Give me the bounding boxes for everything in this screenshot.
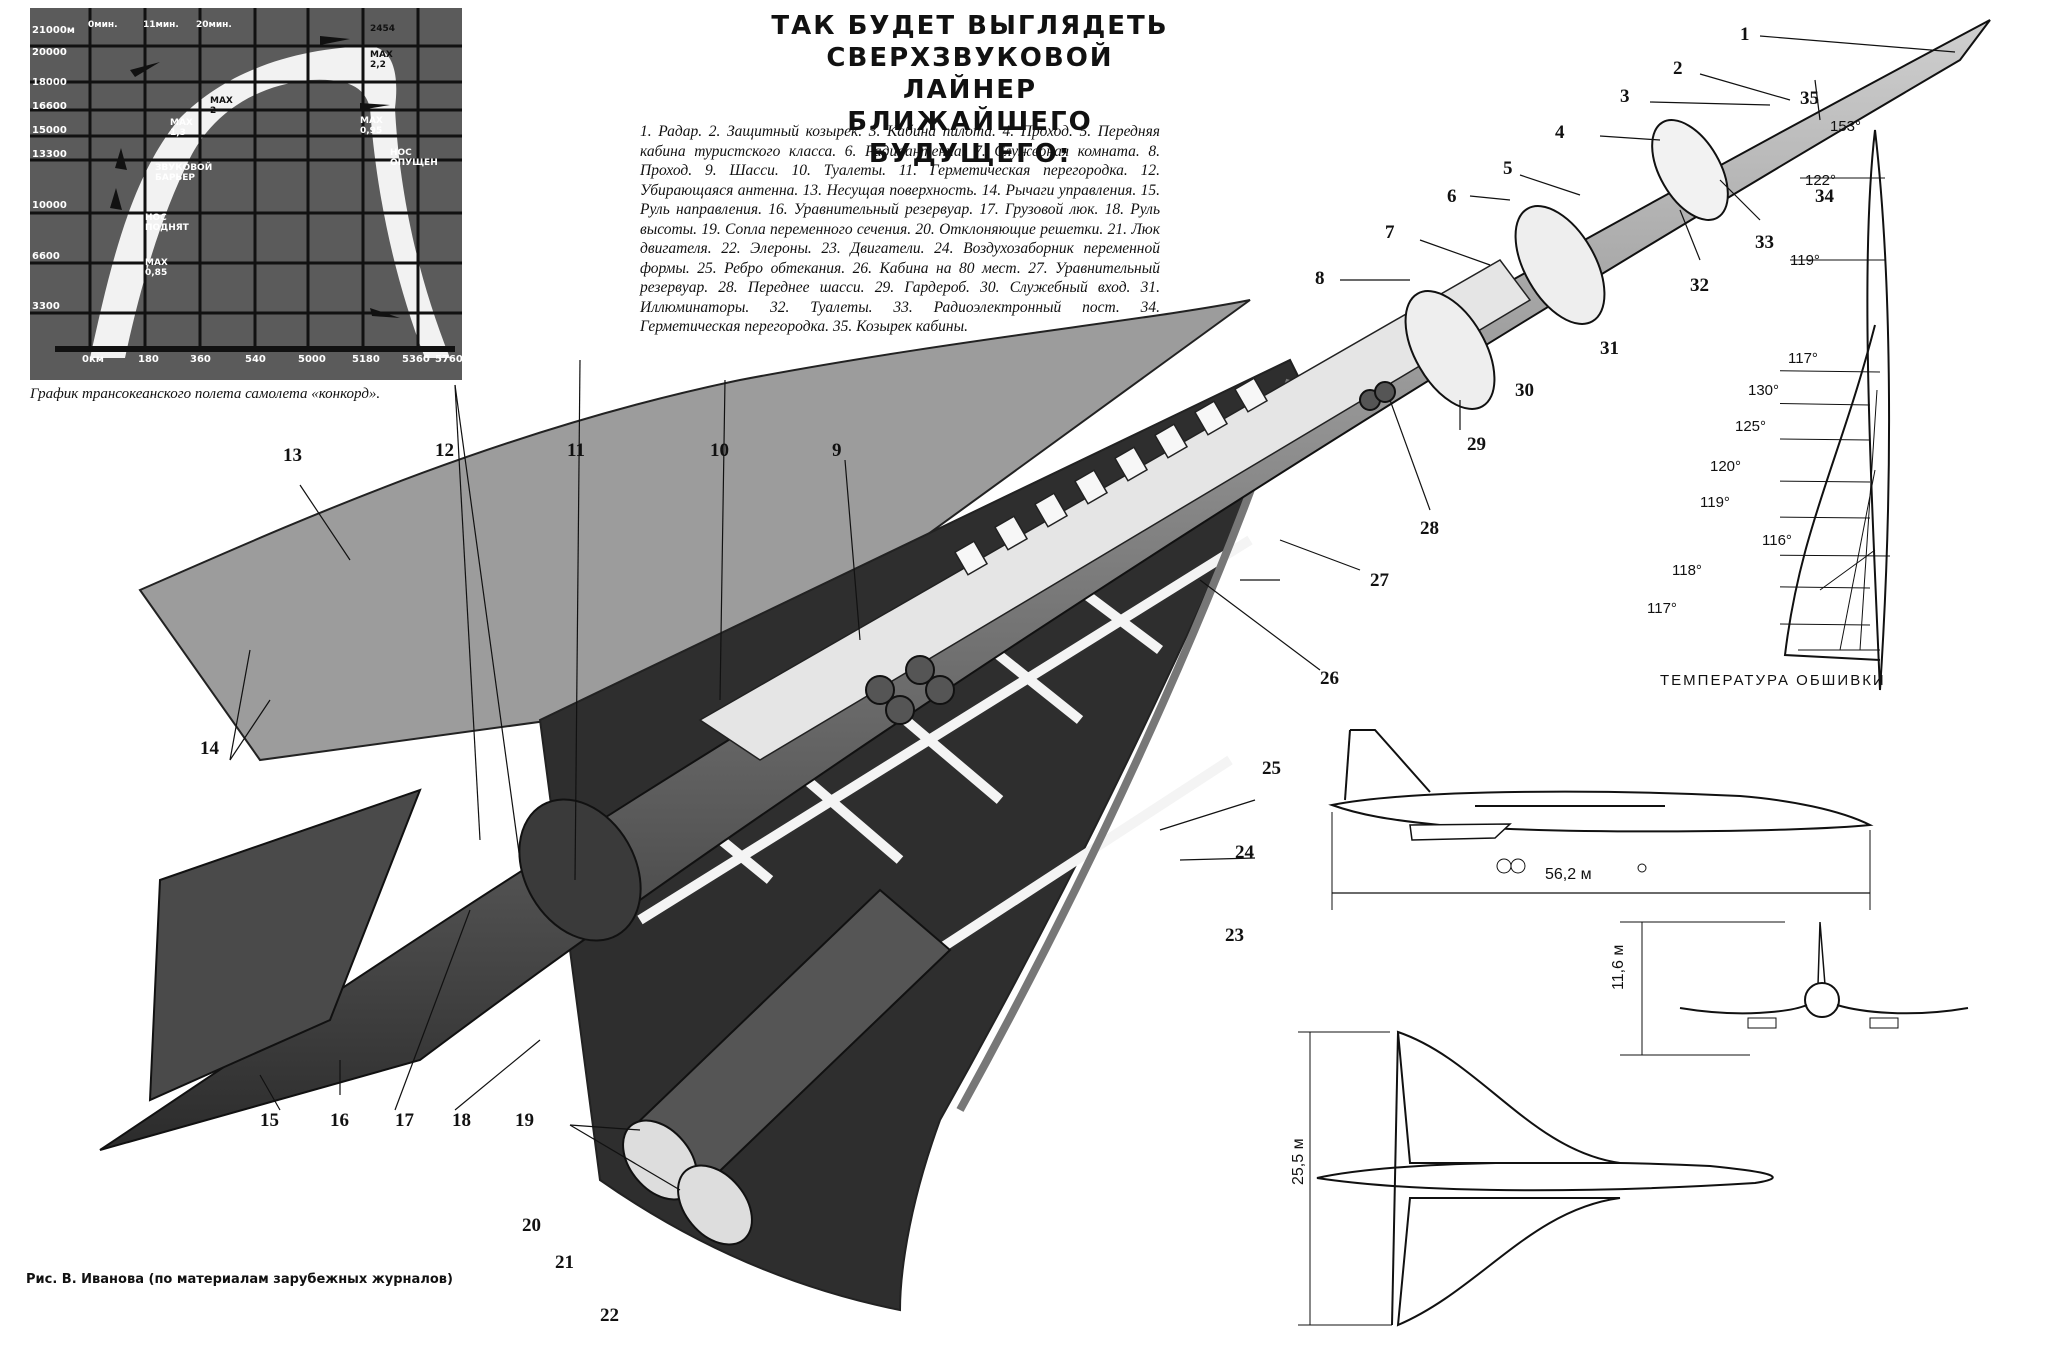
temperature-diagram	[1780, 129, 1891, 691]
chart-annotation: НОС ОПУЩЕН	[390, 148, 438, 168]
time-label: 0мин.	[88, 20, 118, 30]
altitude-label: 20000	[32, 47, 67, 58]
callout-12: 12	[435, 440, 454, 461]
chart-annotation: НОС ПОДНЯТ	[145, 213, 189, 233]
callout-17: 17	[395, 1110, 414, 1131]
temperature-label: 118°	[1672, 562, 1702, 579]
altitude-label: 16600	[32, 101, 67, 112]
altitude-label: 3300	[32, 301, 60, 312]
upper-wing	[138, 299, 1251, 762]
callout-15: 15	[260, 1110, 279, 1131]
front-view-drawing	[1620, 921, 1969, 1056]
callout-11: 11	[567, 440, 585, 461]
callout-3: 3	[1620, 86, 1630, 107]
page-title: ТАК БУДЕТ ВЫГЛЯДЕТЬ СВЕРХЗВУКОВОЙ ЛАЙНЕР…	[760, 10, 1180, 170]
flight-chart-caption: График трансокеанского полета самолета «…	[30, 386, 381, 402]
parts-legend: 1. Радар. 2. Защитный козырек. 3. Кабина…	[640, 123, 1160, 335]
altitude-label: 15000	[32, 125, 67, 136]
distance-label: 5000	[298, 354, 326, 365]
temperature-label: 130°	[1748, 382, 1780, 399]
temperature-label: 116°	[1762, 532, 1792, 549]
callout-26: 26	[1320, 668, 1339, 689]
flight-chart: 21000м 20000 18000 16600 15000 13300 100…	[30, 8, 478, 380]
top-view-drawing	[1298, 1030, 1774, 1327]
callout-31: 31	[1600, 338, 1619, 359]
altitude-label: 10000	[32, 200, 67, 211]
time-label: 20мин.	[196, 20, 232, 30]
callout-5: 5	[1503, 158, 1513, 179]
chart-annotation: MAX 0,85	[145, 258, 168, 278]
distance-label: 0км	[82, 354, 104, 365]
flight-chart-graphic	[30, 8, 462, 380]
callout-35: 35	[1800, 88, 1819, 109]
illustration-credit: Рис. В. Иванова (по материалам зарубежны…	[26, 1272, 453, 1287]
temperature-label: 117°	[1647, 600, 1677, 617]
chart-annotation: MAX 1,3	[170, 118, 193, 138]
callout-16: 16	[330, 1110, 349, 1131]
temperature-label: 125°	[1735, 418, 1767, 435]
callout-21: 21	[555, 1252, 574, 1273]
callout-33: 33	[1755, 232, 1774, 253]
callout-1: 1	[1740, 24, 1750, 45]
callout-8: 8	[1315, 268, 1325, 289]
distance-label: 5180	[352, 354, 380, 365]
altitude-label: 18000	[32, 77, 67, 88]
callout-27: 27	[1370, 570, 1389, 591]
temperature-label: 119°	[1790, 252, 1820, 269]
title-line: БЛИЖАЙШЕГО БУДУЩЕГО:	[847, 107, 1093, 169]
height-dimension: 11,6 м	[1610, 944, 1627, 990]
temperature-label: 153°	[1830, 118, 1862, 135]
callout-20: 20	[522, 1215, 541, 1236]
distance-label: 5360	[402, 354, 430, 365]
callout-34: 34	[1815, 186, 1834, 207]
callout-32: 32	[1690, 275, 1709, 296]
callout-28: 28	[1420, 518, 1439, 539]
distance-label: 180	[138, 354, 159, 365]
callout-24: 24	[1235, 842, 1254, 863]
callout-10: 10	[710, 440, 729, 461]
callout-23: 23	[1225, 925, 1244, 946]
distance-label: 5760км	[435, 354, 478, 365]
temperature-title: ТЕМПЕРАТУРА ОБШИВКИ	[1660, 672, 1886, 689]
title-line: СВЕРХЗВУКОВОЙ ЛАЙНЕР	[826, 43, 1114, 105]
callout-29: 29	[1467, 434, 1486, 455]
chart-annotation: MAX 0,95	[360, 116, 383, 136]
callout-4: 4	[1555, 122, 1565, 143]
callout-13: 13	[283, 445, 302, 466]
chart-annotation: MAX 2	[210, 96, 233, 116]
temperature-label: 119°	[1700, 494, 1730, 511]
side-view-drawing	[1328, 729, 1874, 910]
temperature-label: 120°	[1710, 458, 1742, 475]
callout-19: 19	[515, 1110, 534, 1131]
chart-annotation: 2454	[370, 24, 396, 34]
title-line: ТАК БУДЕТ ВЫГЛЯДЕТЬ	[771, 11, 1169, 41]
altitude-label: 21000м	[32, 25, 75, 36]
callout-2: 2	[1673, 58, 1683, 79]
callout-22: 22	[600, 1305, 619, 1326]
callout-25: 25	[1262, 758, 1281, 779]
time-label: 11мин.	[143, 20, 179, 30]
span-dimension: 25,5 м	[1290, 1138, 1307, 1185]
chart-annotation: ЗВУКОВОЙ БАРЬЕР	[155, 163, 213, 183]
callout-6: 6	[1447, 186, 1457, 207]
length-dimension: 56,2 м	[1545, 866, 1592, 883]
altitude-label: 13300	[32, 149, 67, 160]
callout-18: 18	[452, 1110, 471, 1131]
temperature-label: 117°	[1788, 350, 1818, 367]
callout-9: 9	[832, 440, 842, 461]
chart-annotation: MAX 2,2	[370, 50, 393, 70]
tail-fin	[148, 788, 422, 1102]
temperature-label: 122°	[1805, 172, 1837, 189]
callout-7: 7	[1385, 222, 1395, 243]
callout-30: 30	[1515, 380, 1534, 401]
distance-label: 540	[245, 354, 266, 365]
distance-label: 360	[190, 354, 211, 365]
callout-14: 14	[200, 738, 219, 759]
altitude-label: 6600	[32, 251, 60, 262]
